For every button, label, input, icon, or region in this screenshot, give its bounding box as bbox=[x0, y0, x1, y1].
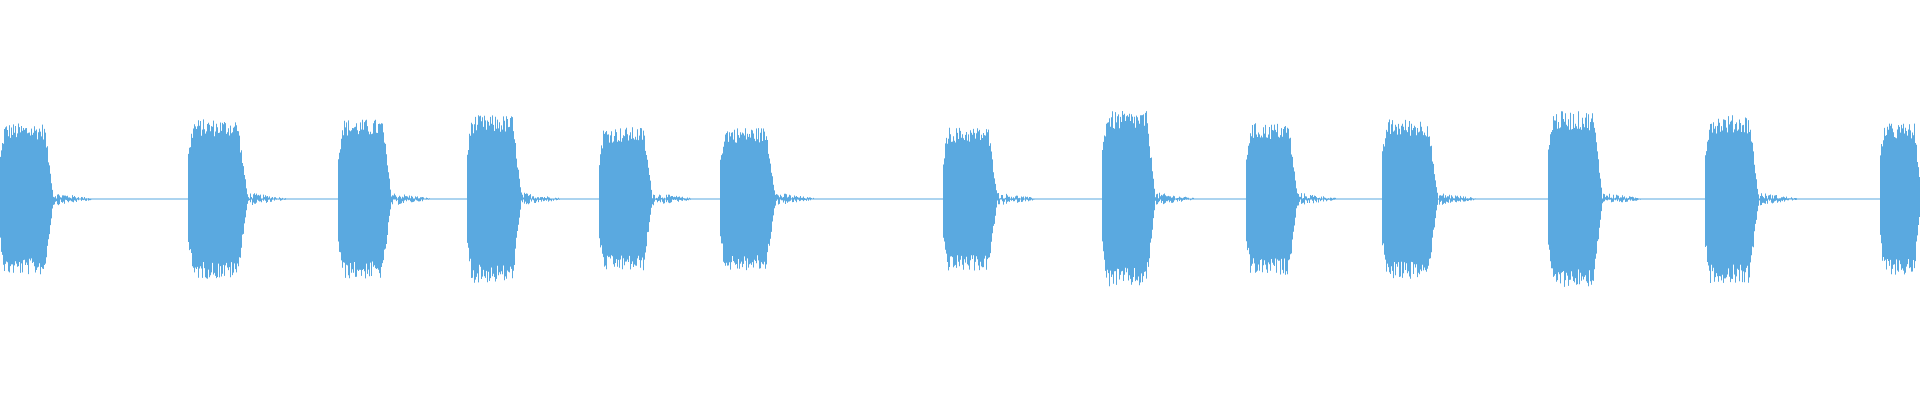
waveform-burst bbox=[1548, 111, 1641, 287]
waveform-burst-body bbox=[599, 127, 652, 271]
waveform-burst-tail bbox=[246, 193, 286, 205]
waveform-burst bbox=[467, 115, 560, 283]
waveform-burst bbox=[1102, 111, 1194, 287]
waveform-burst-body bbox=[1382, 119, 1437, 279]
waveform-burst-tail bbox=[651, 194, 691, 206]
waveform-burst-tail bbox=[520, 192, 560, 205]
waveform-burst-tail bbox=[390, 193, 430, 205]
waveform-burst-tail bbox=[1296, 193, 1336, 206]
waveform-burst-body bbox=[467, 115, 521, 283]
waveform-burst-body bbox=[943, 127, 997, 271]
waveform-burst-body bbox=[1548, 111, 1602, 287]
waveform-burst bbox=[1382, 119, 1476, 279]
waveform-burst bbox=[943, 127, 1036, 271]
waveform-burst-tail bbox=[774, 193, 814, 206]
waveform-burst-body bbox=[0, 123, 53, 275]
waveform-burst-body bbox=[720, 128, 775, 271]
waveform-burst-body bbox=[188, 119, 247, 279]
waveform-burst-body bbox=[338, 119, 391, 279]
waveform-burst-tail bbox=[1601, 193, 1641, 204]
waveform-burst-tail bbox=[1757, 193, 1797, 206]
waveform-burst-tail bbox=[52, 194, 92, 206]
waveform-burst bbox=[0, 123, 92, 275]
waveform-burst-body bbox=[1102, 111, 1155, 287]
waveform-burst bbox=[599, 127, 691, 271]
waveform-burst bbox=[1246, 123, 1336, 275]
waveform-burst-tail bbox=[1436, 192, 1476, 205]
waveform-burst bbox=[1880, 123, 1920, 275]
waveform-burst bbox=[1705, 115, 1797, 283]
waveform-burst-tail bbox=[996, 193, 1036, 205]
waveform-bursts bbox=[0, 111, 1920, 287]
waveform-burst-tail bbox=[1154, 192, 1194, 205]
waveform-burst-body bbox=[1246, 123, 1297, 275]
waveform-burst bbox=[720, 128, 814, 271]
waveform-burst bbox=[338, 119, 430, 279]
waveform-burst-body bbox=[1880, 123, 1920, 275]
waveform-burst-body bbox=[1705, 115, 1758, 283]
waveform-burst bbox=[188, 119, 286, 279]
